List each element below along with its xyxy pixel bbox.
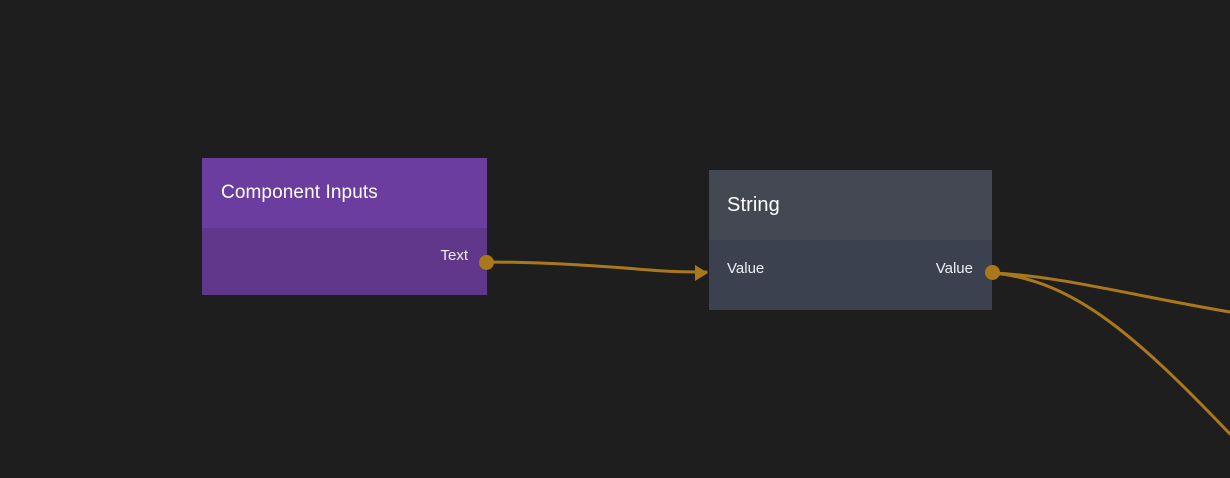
node-string-title: String: [727, 193, 780, 216]
input-port-handle-value-arrow-icon[interactable]: [695, 265, 708, 281]
node-component-inputs-body: Text: [202, 228, 487, 295]
node-string-body: Value Value: [709, 240, 992, 310]
port-row-value[interactable]: Value Value: [727, 240, 973, 278]
output-port-label-text: Text: [440, 247, 468, 264]
wire-value-out-upper: [991, 271, 1230, 314]
node-component-inputs-header[interactable]: Component Inputs: [202, 158, 487, 228]
input-port-label-value: Value: [727, 259, 765, 277]
node-string[interactable]: String Value Value: [695, 170, 1000, 310]
node-component-inputs-title: Component Inputs: [221, 182, 378, 203]
wire-value-out-lower: [991, 271, 1230, 436]
output-port-handle-value[interactable]: [985, 265, 1000, 280]
output-port-handle-text[interactable]: [479, 255, 494, 270]
node-string-header[interactable]: String: [709, 170, 992, 240]
wire-text-to-value: [485, 260, 708, 274]
output-port-label-value: Value: [935, 259, 973, 277]
node-component-inputs[interactable]: Component Inputs Text: [202, 158, 494, 295]
output-row-text[interactable]: Text: [202, 228, 468, 264]
